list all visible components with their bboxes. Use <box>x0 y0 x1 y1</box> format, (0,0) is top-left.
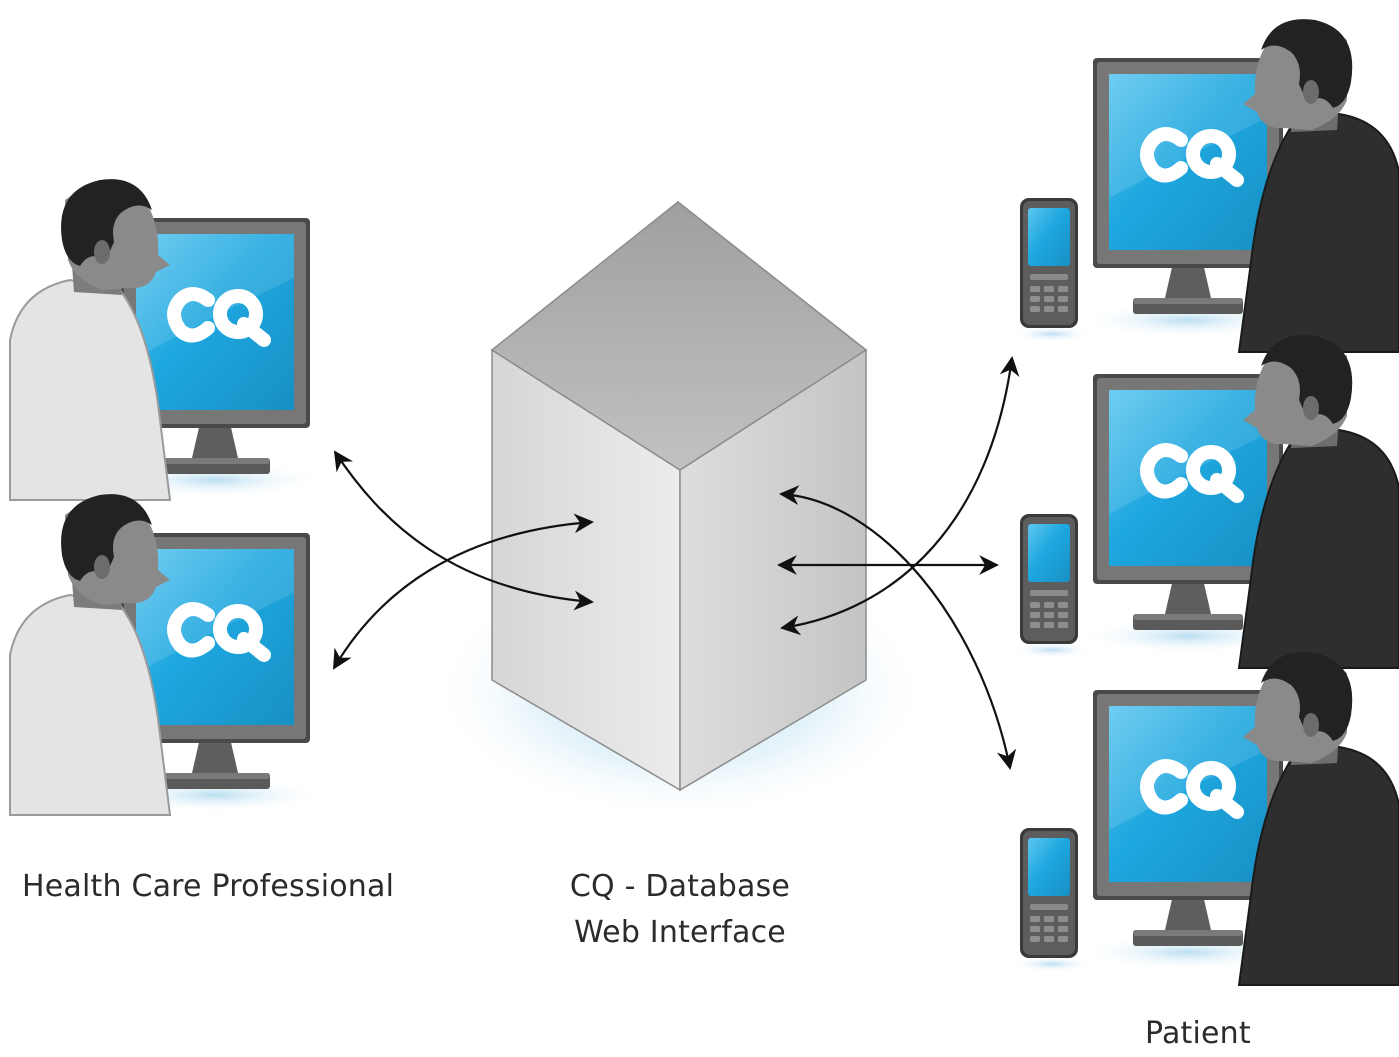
patient-workstation-2 <box>1012 334 1399 669</box>
db-label-line-1: CQ - Database <box>569 869 791 904</box>
patient-workstation-1 <box>1012 18 1399 354</box>
patient-workstation-3 <box>1012 651 1399 986</box>
hcp-label: Health Care Professional <box>22 869 395 904</box>
hcp-workstation-2 <box>9 493 325 815</box>
db-label: CQ - Database Web Interface <box>540 864 820 956</box>
connection-arrows <box>332 356 1020 770</box>
hcp-workstation-1 <box>9 178 325 500</box>
arrow-db-patient3 <box>779 485 1017 770</box>
database-cube-icon <box>430 201 930 820</box>
arrow-hcp2-db <box>332 513 594 670</box>
patient-label: Patient <box>1145 1016 1251 1051</box>
db-label-line-2: Web Interface <box>574 915 786 950</box>
